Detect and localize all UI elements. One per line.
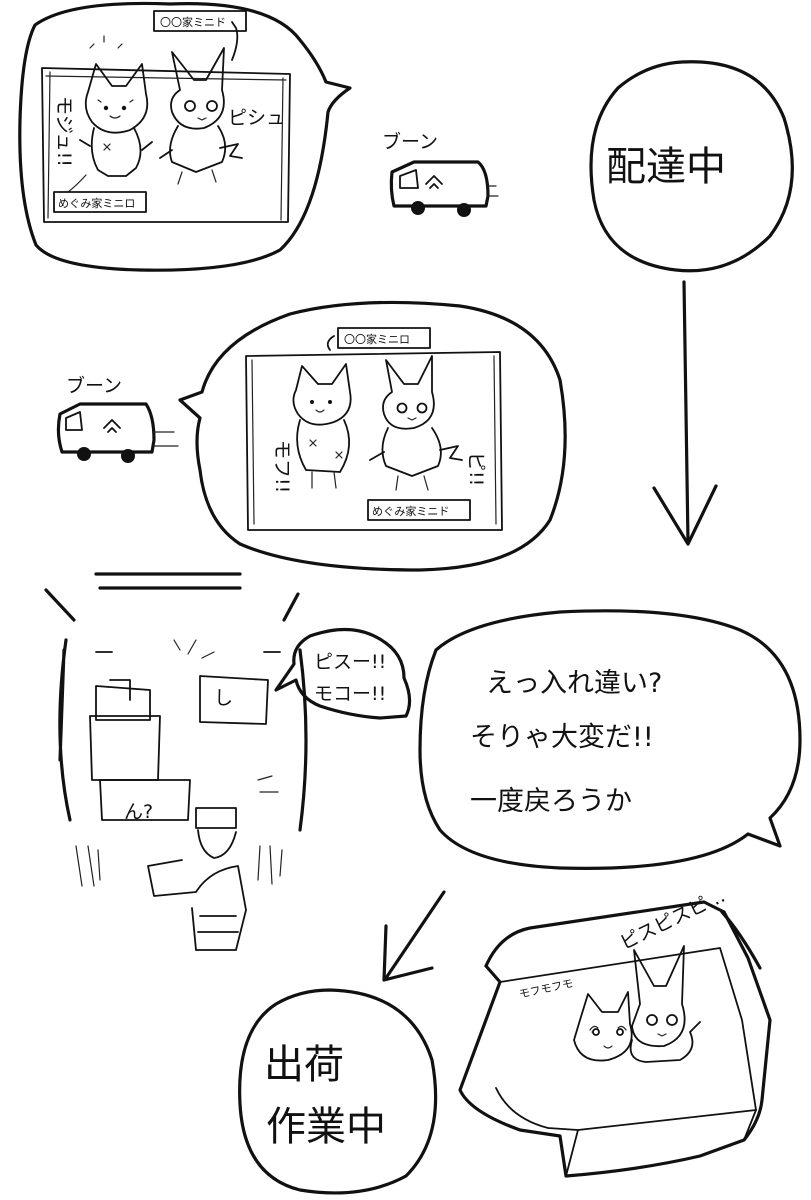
box-sfx-left: モフモフモ (518, 977, 575, 1001)
panel2-sfx-right: ピ!! (465, 452, 487, 486)
truck-call-bubble: ピスー!! モコー!! (274, 627, 412, 720)
call-line-2: モコー!! (314, 683, 386, 705)
truck-interior: し ん? (44, 572, 308, 887)
panel2-tag-bottom: めぐみ家ミニド (367, 499, 471, 521)
panel2-van-sound: ブーン (66, 374, 122, 397)
panel2-tag-bottom-text: めぐみ家ミニド (372, 504, 449, 518)
panel2-cat-character (292, 363, 352, 489)
panel1-cat-character (67, 63, 153, 193)
shipping-label-line2: 作業中 (266, 1104, 386, 1150)
panel1-tag-top-text: 〇〇家ミニド (160, 15, 226, 29)
panel1-motion-marks (89, 35, 123, 49)
speech-line-1: えっ入れ違い? (486, 668, 662, 699)
panel1-van-sound: ブーン (382, 130, 438, 153)
panel2-rabbit-character (369, 355, 463, 491)
panel2-tag-top: 〇〇家ミニロ (326, 327, 431, 351)
driver-speech-bubble: えっ入れ違い? そりゃ大変だ!! 一度戻ろうか (418, 609, 802, 870)
truck-box-label: し (214, 687, 233, 709)
box-rabbit-character (629, 945, 701, 1063)
panel1-frame (41, 67, 291, 223)
down-arrow (652, 280, 718, 546)
panel1-tag-bottom: めぐみ家ミニロ (53, 191, 147, 213)
speech-line-2: そりゃ大変だ!! (470, 722, 654, 753)
panel2-van-icon (56, 402, 179, 463)
panel1-tag-bottom-text: めぐみ家ミニロ (58, 196, 135, 210)
box-sfx-right: ピスピスピ… (617, 885, 729, 955)
panel1-rabbit-character (159, 21, 243, 185)
call-line-1: ピスー!! (314, 651, 386, 673)
shipping-status-circle: 出荷 作業中 (238, 988, 438, 1195)
diagonal-arrow (382, 890, 446, 982)
driver-question: ん? (124, 801, 153, 823)
shipping-box (458, 900, 772, 1178)
speech-line-3: 一度戻ろうか (470, 786, 632, 817)
delivering-label: 配達中 (606, 144, 726, 190)
panel2-frame (245, 351, 503, 531)
panel1-thought-bubble (18, 1, 352, 272)
panel1-tag-top: 〇〇家ミニド (153, 10, 247, 32)
panel2-thought-bubble (178, 300, 567, 572)
panel2-tag-top-text: 〇〇家ミニロ (344, 332, 410, 346)
panel1-van-icon (389, 160, 499, 217)
box-cat-character (573, 991, 633, 1062)
delivery-driver (147, 807, 247, 951)
delivering-status-circle: 配達中 (589, 60, 794, 273)
panel2-sfx-left: モフ!! (271, 440, 293, 493)
panel1-sfx-left: モジュ!! (53, 96, 75, 167)
shipping-label-line1: 出荷 (264, 1042, 344, 1088)
panel1-sfx-right: ピシュ (228, 107, 285, 129)
